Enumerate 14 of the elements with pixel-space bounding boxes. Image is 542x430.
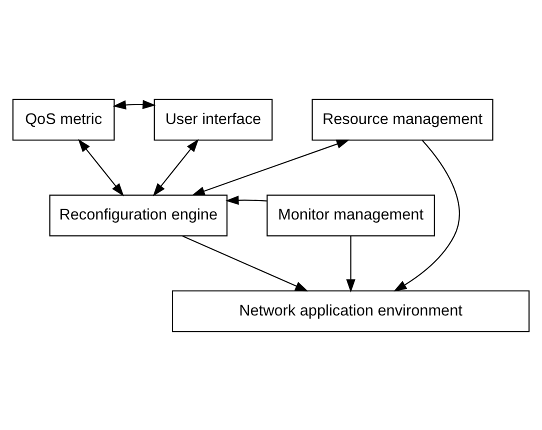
- node-box: User interface: [154, 98, 273, 140]
- node-box: Monitor management: [266, 194, 435, 236]
- node-box: Resource management: [312, 98, 494, 140]
- arrow: [192, 139, 350, 196]
- arrow: [112, 99, 156, 109]
- arrow: [78, 138, 124, 196]
- arrow: [346, 235, 356, 292]
- node-box: QoS metric: [12, 98, 115, 140]
- arrow: [182, 234, 308, 291]
- node-box: Network application environment: [172, 290, 530, 332]
- arrow: [226, 195, 267, 204]
- arrow: [152, 138, 199, 196]
- arrow: [394, 139, 460, 292]
- node-box: Reconfiguration engine: [49, 194, 228, 236]
